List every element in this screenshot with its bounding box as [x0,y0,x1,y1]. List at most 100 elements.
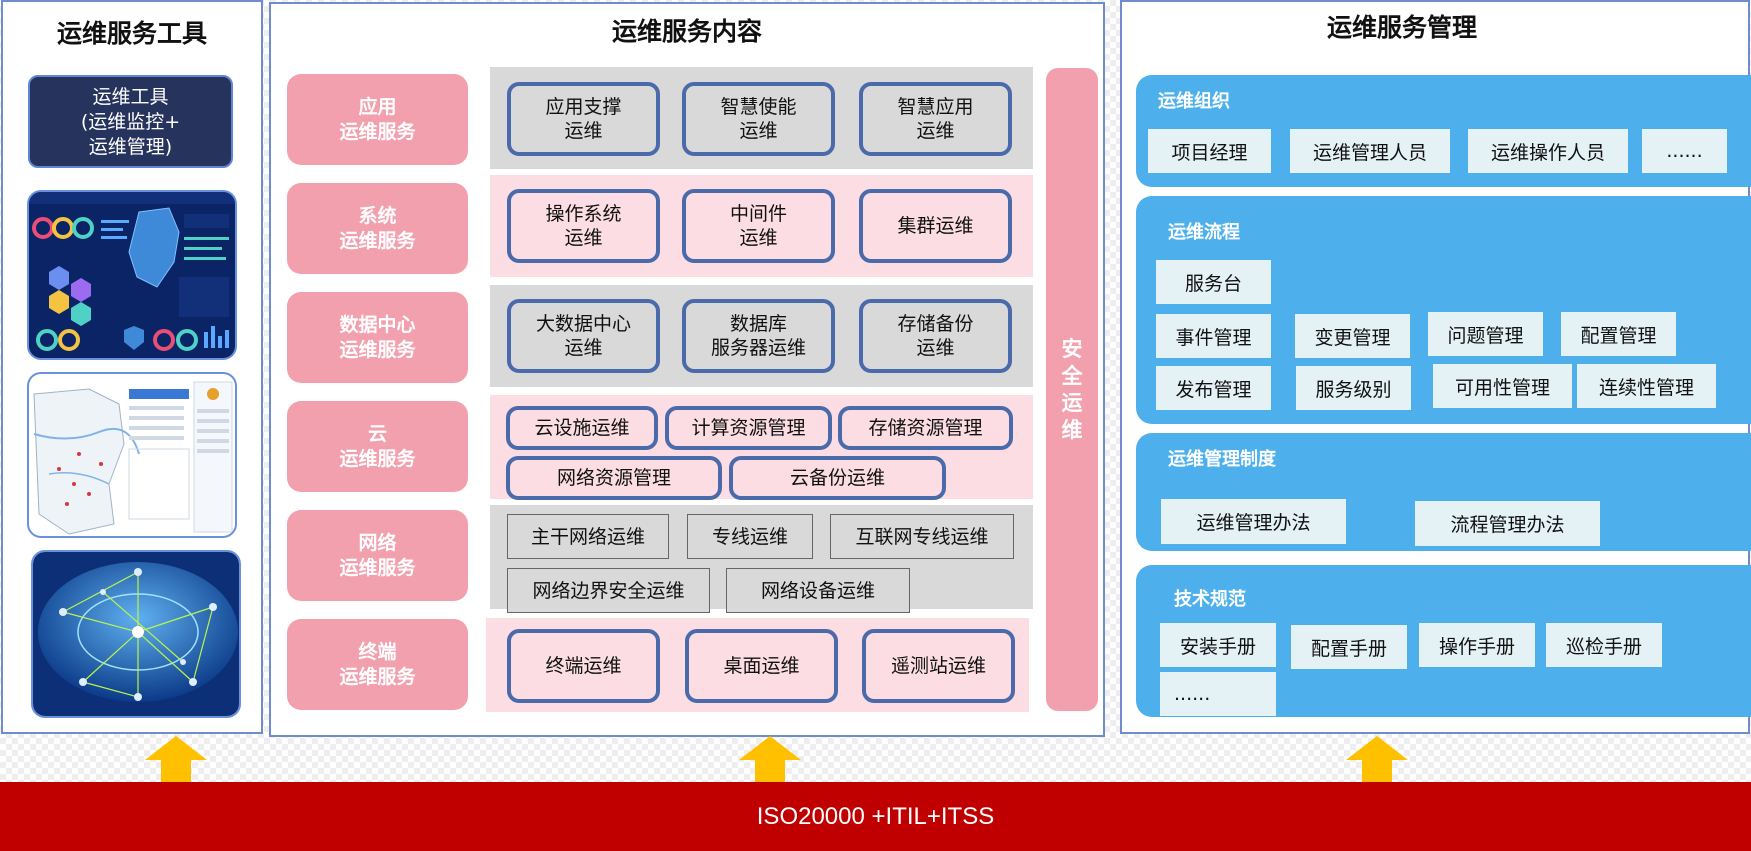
item-cluster: 集群运维 [859,189,1012,263]
security-char: 维 [1061,417,1083,442]
spec-item: 操作手册 [1419,623,1535,667]
process-item: 发布管理 [1156,366,1271,410]
item-cloud-infra: 云设施运维 [506,406,658,450]
item-bigdata: 大数据中心运维 [507,299,660,373]
item-line: 主干网络运维 [530,525,645,548]
up-arrow-icon [145,736,207,784]
process-item: 事件管理 [1156,314,1271,358]
category-network: 网络 运维服务 [287,510,468,601]
item-desktop: 桌面运维 [685,629,838,703]
item-line: 桌面运维 [723,655,800,677]
standards-base-bar: ISO20000 +ITIL+ITSS [0,782,1751,851]
process-item: 问题管理 [1428,312,1543,356]
policy-item: 运维管理办法 [1161,499,1346,544]
policy-block: 运维管理制度 运维管理办法 流程管理办法 [1136,433,1751,551]
network-topology-image [31,550,241,718]
item-line: 应用支撑 [545,96,622,118]
org-item: 项目经理 [1148,129,1271,173]
org-block: 运维组织 项目经理 运维管理人员 运维操作人员 ...... [1136,75,1751,187]
policy-heading: 运维管理制度 [1168,449,1276,470]
item-storage-mgmt: 存储资源管理 [838,406,1013,450]
item-line: 计算资源管理 [691,417,806,439]
item-smart-enable: 智慧使能运维 [682,82,835,156]
category-line: 运维服务 [339,665,416,688]
process-item: 服务台 [1156,260,1271,304]
item-database: 数据库服务器运维 [682,299,835,373]
item-line: 云设施运维 [534,417,630,439]
security-char: 运 [1061,390,1083,415]
spec-item: 配置手册 [1291,625,1407,669]
category-datacenter: 数据中心 运维服务 [287,292,468,383]
spec-heading: 技术规范 [1174,589,1246,610]
item-internet-line: 互联网专线运维 [830,514,1014,559]
category-line: 应用 [358,95,397,118]
item-line: 存储资源管理 [868,417,983,439]
item-line: 存储备份 [897,313,974,335]
category-line: 终端 [358,640,397,663]
item-line: 集群运维 [897,215,974,237]
process-item: 变更管理 [1295,314,1410,358]
item-line: 网络边界安全运维 [532,579,685,602]
dashboard-screenshot [27,190,237,360]
item-terminal: 终端运维 [507,629,660,703]
item-line: 运维 [739,227,778,249]
security-ops-bar: 安 全 运 维 [1046,68,1098,711]
item-line: 互联网专线运维 [855,525,989,548]
process-item: 连续性管理 [1577,364,1716,408]
item-middleware: 中间件运维 [682,189,835,263]
category-line: 网络 [358,531,397,554]
org-item: ...... [1642,129,1727,173]
up-arrow-icon [1346,736,1408,784]
tools-title: 运维服务工具 [56,19,207,48]
category-line: 运维服务 [339,229,416,252]
item-os: 操作系统运维 [507,189,660,263]
spec-item: 安装手册 [1160,623,1276,667]
category-line: 云 [367,422,387,445]
process-heading: 运维流程 [1168,222,1240,243]
spec-item: ...... [1160,672,1276,716]
item-line: 运维 [916,337,955,359]
content-panel: 运维服务内容 应用 运维服务 应用支撑运维 智慧使能运维 智慧应用运维 系统 运… [269,2,1105,737]
category-line: 运维服务 [339,447,416,470]
item-cloud-backup: 云备份运维 [729,456,946,500]
item-line: 网络资源管理 [556,467,671,489]
spec-item: 巡检手册 [1546,623,1662,667]
item-dedicated-line: 专线运维 [687,514,813,559]
process-item: 可用性管理 [1433,364,1572,408]
tool-box-line: 运维工具 [92,86,169,108]
category-system: 系统 运维服务 [287,183,468,274]
org-item: 运维操作人员 [1468,129,1628,173]
item-line: 运维 [916,120,955,142]
item-network-device: 网络设备运维 [726,568,910,613]
policy-item: 流程管理办法 [1415,501,1600,546]
process-item: 配置管理 [1561,312,1676,356]
spec-block: 技术规范 安装手册 配置手册 操作手册 巡检手册 ...... [1136,565,1751,717]
item-boundary-security: 网络边界安全运维 [507,568,710,613]
category-line: 运维服务 [339,556,416,579]
item-line: 智慧使能 [720,96,797,118]
org-item: 运维管理人员 [1290,129,1450,173]
category-terminal: 终端 运维服务 [287,619,468,710]
category-line: 系统 [358,204,397,227]
item-telemetry: 遥测站运维 [862,629,1015,703]
item-line: 运维 [564,337,603,359]
item-line: 运维 [564,227,603,249]
category-line: 运维服务 [339,338,416,361]
item-line: 运维 [564,120,603,142]
item-storage-backup: 存储备份运维 [859,299,1012,373]
item-app-support: 应用支撑运维 [507,82,660,156]
item-network-mgmt: 网络资源管理 [506,456,722,500]
management-panel: 运维服务管理 运维组织 项目经理 运维管理人员 运维操作人员 ...... 运维… [1120,0,1751,734]
item-line: 云备份运维 [789,467,885,489]
content-title: 运维服务内容 [611,17,762,46]
item-backbone: 主干网络运维 [507,514,669,559]
item-line: 网络设备运维 [760,579,875,602]
item-line: 专线运维 [711,525,788,548]
category-line: 数据中心 [339,313,416,336]
tool-box-line: (运维监控+ [80,111,181,133]
process-item: 服务级别 [1296,366,1411,410]
tools-panel: 运维服务工具 运维工具 (运维监控+ 运维管理) [1,0,263,734]
item-compute-mgmt: 计算资源管理 [665,406,832,450]
tool-box-line: 运维管理) [88,136,173,158]
up-arrow-icon [739,736,801,784]
